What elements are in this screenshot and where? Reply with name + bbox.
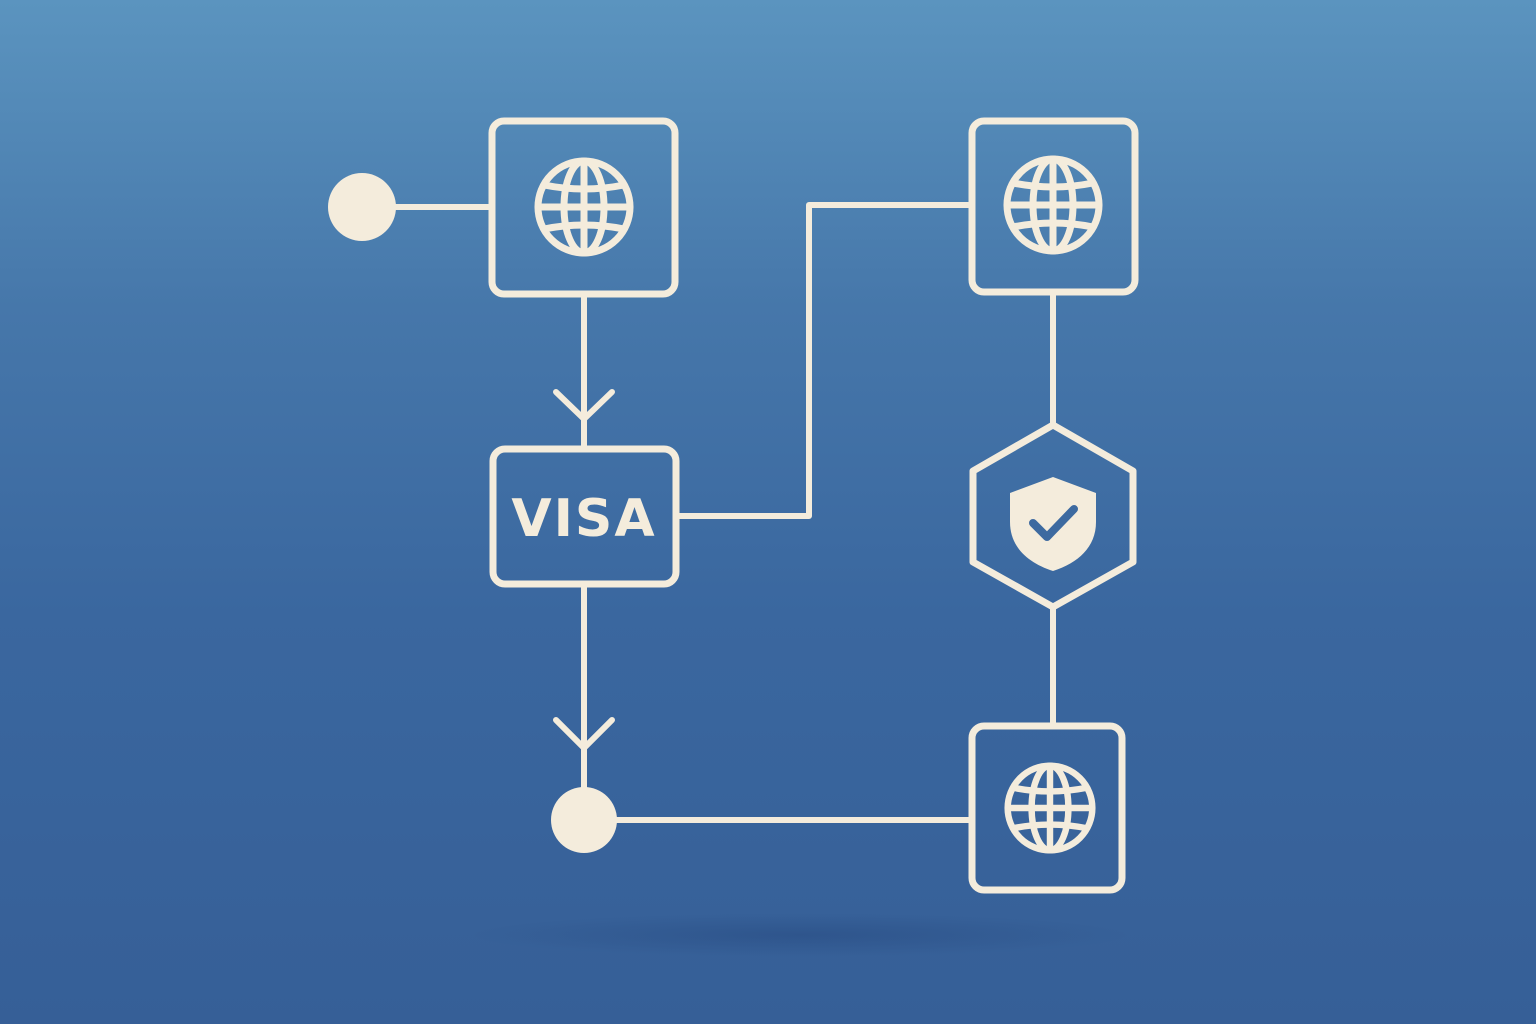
floor-shadow — [470, 913, 1130, 957]
globe-icon — [1007, 159, 1099, 251]
arrowhead-down-1 — [553, 389, 615, 422]
globe-node-top-right — [968, 117, 1139, 296]
node-box — [488, 117, 679, 298]
hexagon-frame — [969, 421, 1137, 611]
visa-node: VISA — [489, 445, 680, 588]
node-box — [968, 117, 1139, 296]
globe-icon — [1008, 766, 1093, 851]
globe-node-bottom-right — [968, 722, 1126, 894]
visa-label: VISA — [511, 489, 656, 549]
node-box — [489, 445, 680, 588]
shield-check-icon — [1010, 477, 1096, 571]
shield-node — [969, 421, 1137, 611]
end-node — [551, 787, 617, 853]
globe-node-top-left — [488, 117, 679, 298]
node-box — [968, 722, 1126, 894]
arrowhead-down-2 — [553, 717, 615, 751]
globe-icon — [538, 161, 630, 253]
start-node — [328, 173, 396, 241]
connector-visa-to-globe-right — [673, 202, 975, 519]
